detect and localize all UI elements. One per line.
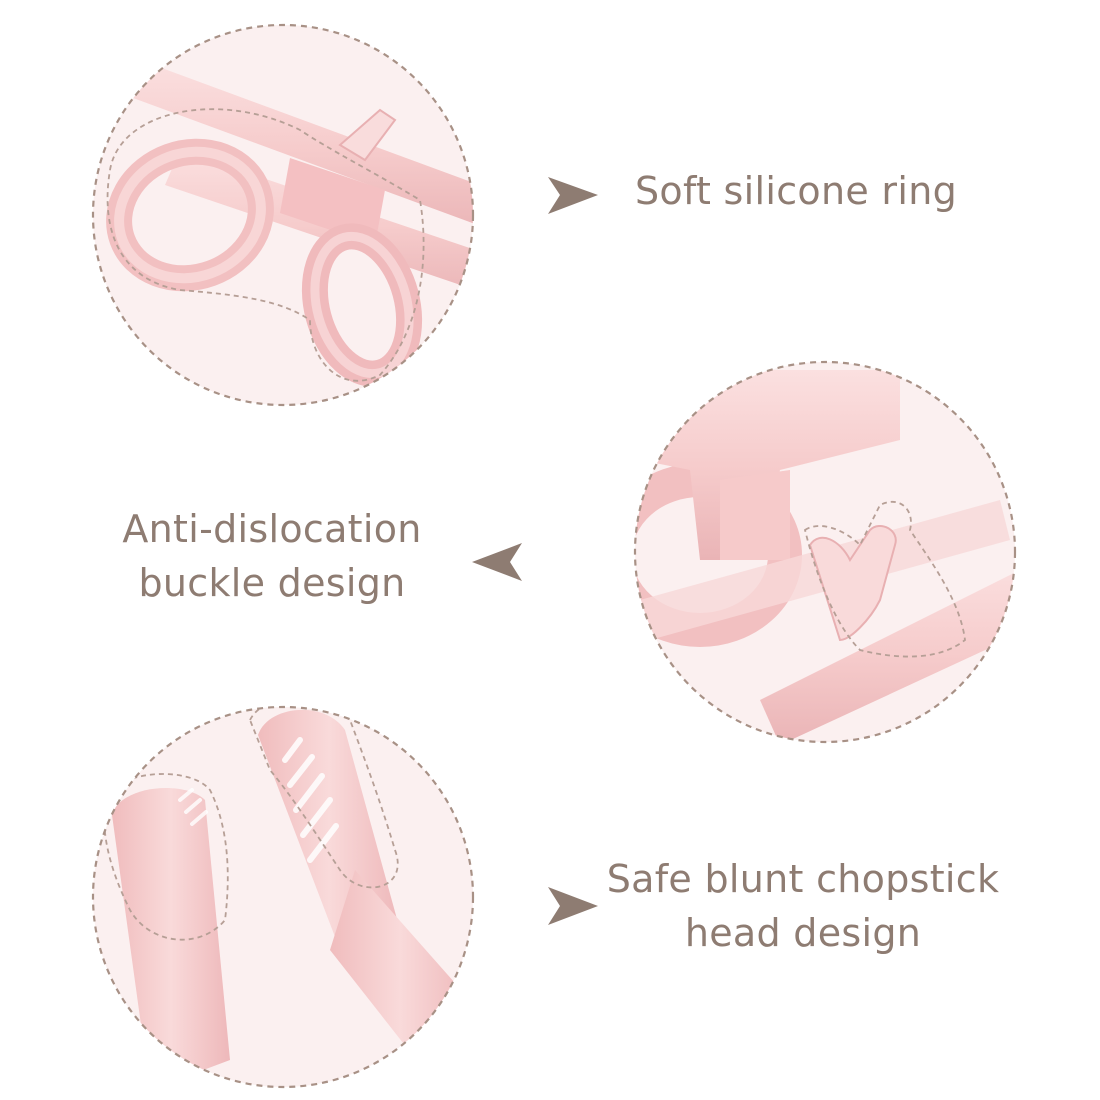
feature-label-chopstick-head: Safe blunt chopstick head design: [598, 852, 1008, 960]
feature-label-line: Anti-dislocation: [122, 507, 422, 551]
feature-label-line: Safe blunt chopstick: [606, 857, 1000, 901]
arrow-left-icon: [472, 543, 522, 581]
feature-label-buckle: Anti-dislocation buckle design: [112, 502, 432, 610]
feature-label-line: buckle design: [138, 561, 406, 605]
silicone-ring-detail-circle: [91, 23, 475, 407]
feature-label-silicone-ring: Soft silicone ring: [635, 164, 957, 218]
chopstick-head-detail-circle: [91, 705, 475, 1089]
feature-label-line: head design: [684, 911, 922, 955]
buckle-detail-circle: [633, 360, 1017, 744]
arrow-right-icon: [548, 887, 598, 925]
arrow-right-icon: [548, 177, 598, 214]
feature-label-line: Soft silicone ring: [635, 169, 957, 213]
